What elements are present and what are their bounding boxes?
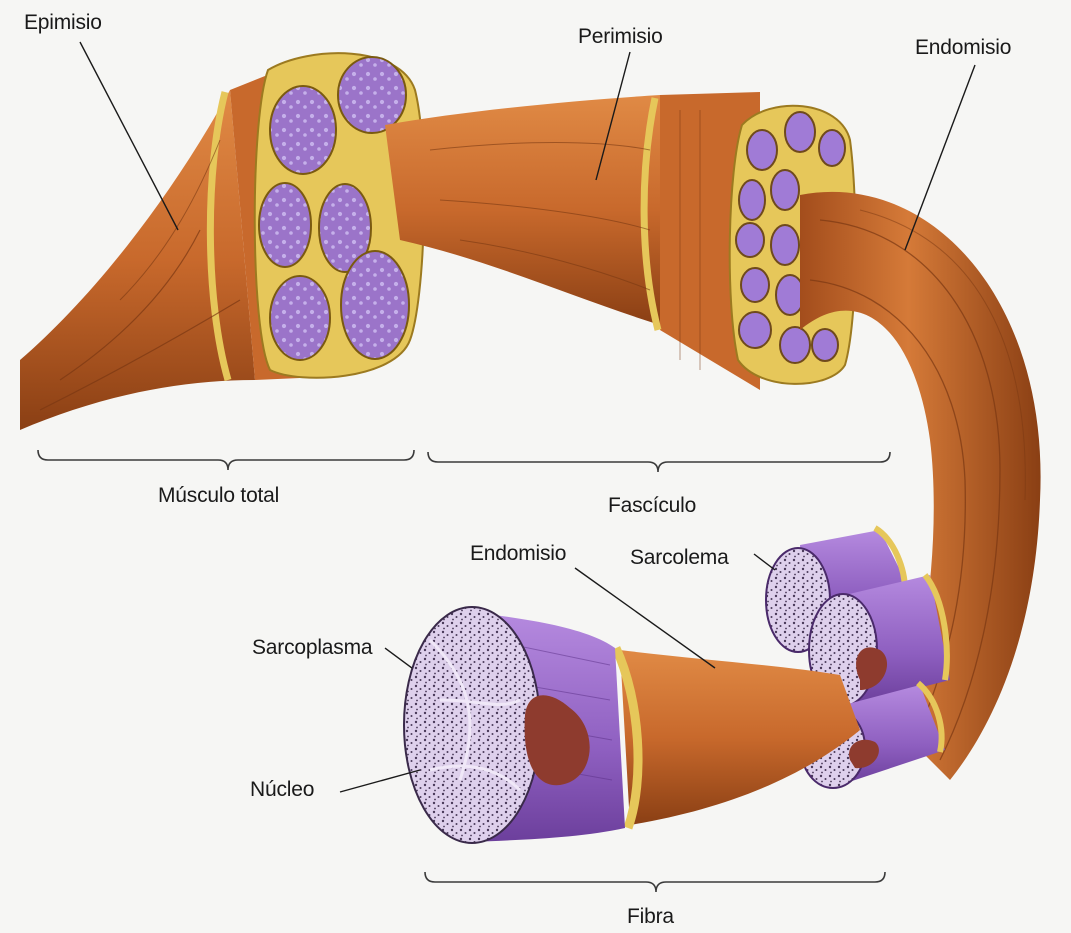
label-sarcoplasma: Sarcoplasma (252, 636, 372, 660)
label-endomisio-bottom: Endomisio (470, 542, 566, 566)
label-endomisio-top: Endomisio (915, 36, 1011, 60)
label-fibra: Fibra (627, 905, 674, 929)
label-musculo-total: Músculo total (158, 484, 279, 508)
bracket-musculo-total (38, 450, 414, 470)
label-fasciculo: Fascículo (608, 494, 696, 518)
label-sarcolema: Sarcolema (630, 546, 729, 570)
label-epimisio: Epimisio (24, 11, 102, 35)
bracket-fasciculo (428, 452, 890, 472)
bracket-fibra (425, 872, 885, 892)
label-perimisio: Perimisio (578, 25, 663, 49)
fascicle (385, 92, 760, 390)
label-nucleo: Núcleo (250, 778, 314, 802)
